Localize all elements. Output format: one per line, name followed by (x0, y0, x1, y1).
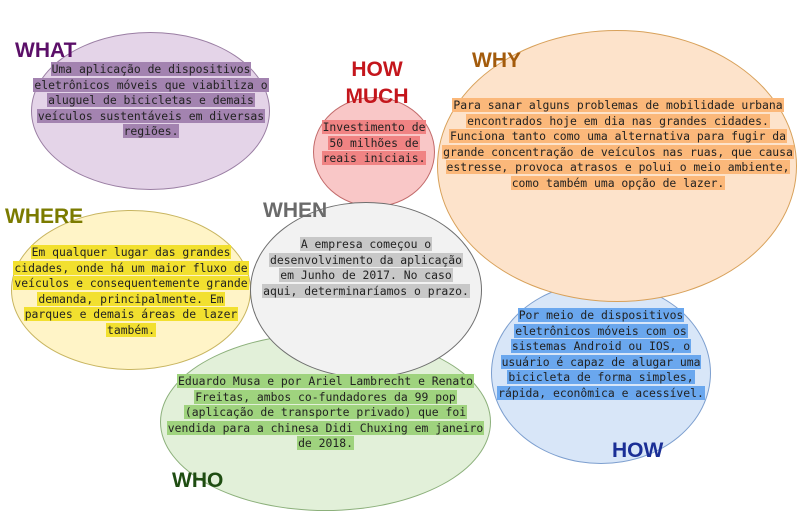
why-title: WHY (472, 49, 521, 72)
when-title: WHEN (263, 199, 328, 222)
when-description: A empresa começou o desenvolvimento da a… (262, 237, 470, 298)
how-description: Por meio de dispositivos eletrônicos móv… (497, 308, 705, 400)
where-ellipse (11, 210, 251, 370)
what-description: Uma aplicação de dispositivos eletrônico… (33, 62, 269, 139)
where-title: WHERE (5, 205, 84, 228)
why-description: Para sanar alguns problemas de mobilidad… (442, 98, 794, 190)
how-much-description: Investimento de 50 milhões de reais inic… (321, 120, 427, 166)
where-description: Em qualquer lugar das grandes cidades, o… (13, 245, 249, 337)
who-title: WHO (172, 469, 224, 492)
who-description: Eduardo Musa e por Ariel Lambrecht e Ren… (166, 374, 485, 451)
how-title: HOW (612, 439, 664, 462)
how-much-title: HOW MUCH (345, 58, 409, 108)
what-title: WHAT (15, 39, 77, 62)
